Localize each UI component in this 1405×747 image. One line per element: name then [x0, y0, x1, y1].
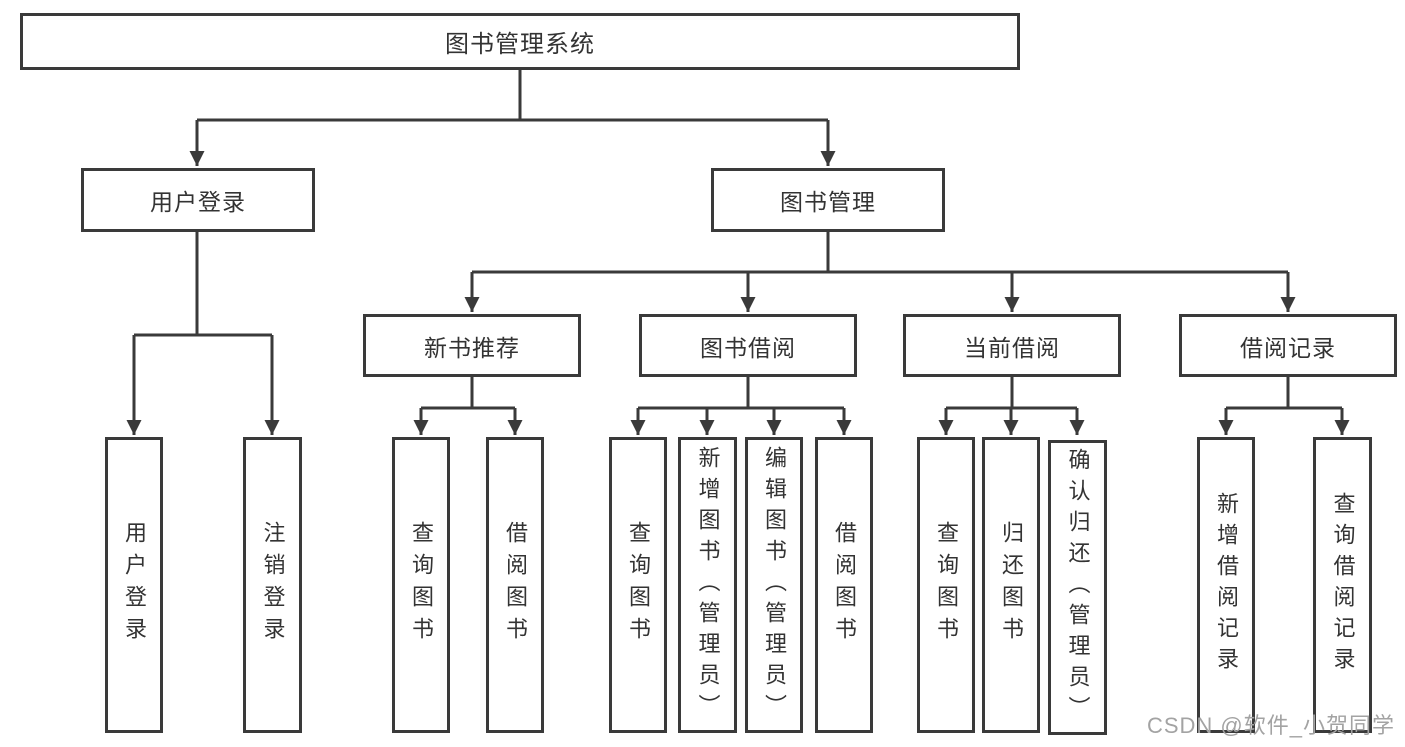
node-book-management: 图书管理: [711, 168, 945, 232]
leaf-edit-book-admin: 编辑图书（管理员）: [745, 437, 803, 733]
node-label: 归还图书: [999, 521, 1024, 649]
connector-newrec-stem: [421, 377, 515, 410]
node-label: 借阅图书: [503, 521, 528, 649]
connector-login-stem: [134, 232, 272, 337]
node-label: 新增图书（管理员）: [695, 445, 721, 725]
leaf-add-borrow-record: 新增借阅记录: [1197, 437, 1255, 733]
node-label: 查询借阅记录: [1330, 492, 1356, 678]
connector-mgmt-stem: [472, 232, 1288, 274]
leaf-current-query-books: 查询图书: [917, 437, 975, 733]
leaf-newrec-borrow-books: 借阅图书: [486, 437, 544, 733]
node-user-login: 用户登录: [81, 168, 315, 232]
connector-root-stem: [197, 70, 828, 122]
node-label: 查询图书: [626, 521, 651, 649]
connector-borrow-stem: [638, 377, 844, 410]
node-label: 查询图书: [409, 521, 434, 649]
node-label: 确认归还（管理员）: [1065, 448, 1091, 727]
leaf-add-book-admin: 新增图书（管理员）: [678, 437, 737, 733]
node-label: 查询图书: [934, 521, 959, 649]
node-label: 图书管理系统: [445, 31, 595, 58]
node-current-borrowing: 当前借阅: [903, 314, 1121, 377]
leaf-return-books: 归还图书: [982, 437, 1040, 733]
node-label: 借阅图书: [832, 521, 857, 649]
node-label: 用户登录: [150, 189, 246, 215]
node-new-book-recommend: 新书推荐: [363, 314, 581, 377]
node-label: 新书推荐: [424, 334, 520, 361]
node-book-borrowing: 图书借阅: [639, 314, 857, 377]
leaf-query-borrow-record: 查询借阅记录: [1313, 437, 1372, 733]
node-label: 图书借阅: [700, 334, 796, 361]
node-label: 用户登录: [122, 521, 147, 649]
csdn-watermark: CSDN @软件_小贺同学: [1146, 713, 1395, 738]
node-label: 注销登录: [260, 521, 286, 649]
leaf-user-login: 用户登录: [105, 437, 163, 733]
node-library-system-root: 图书管理系统: [20, 13, 1020, 70]
node-borrowing-records: 借阅记录: [1179, 314, 1397, 377]
leaf-borrow-borrow-books: 借阅图书: [815, 437, 873, 733]
leaf-confirm-return-admin: 确认归还（管理员）: [1048, 440, 1107, 735]
node-label: 当前借阅: [964, 334, 1060, 361]
connector-current-stem: [946, 377, 1077, 410]
leaf-logout: 注销登录: [243, 437, 302, 733]
node-label: 借阅记录: [1240, 334, 1336, 361]
node-label: 新增借阅记录: [1214, 492, 1239, 678]
leaf-newrec-query-books: 查询图书: [392, 437, 450, 733]
node-label: 图书管理: [780, 189, 876, 215]
node-label: 编辑图书（管理员）: [762, 445, 787, 725]
connector-records-stem: [1226, 377, 1342, 410]
leaf-borrow-query-books: 查询图书: [609, 437, 667, 733]
